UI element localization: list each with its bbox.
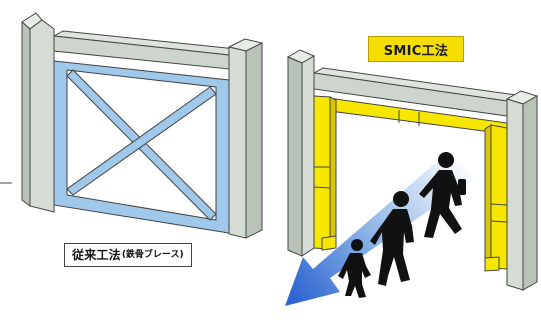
smic-method-label: SMIC工法 [368,36,464,62]
left-column-b-front [228,46,247,239]
right-column-b-front [506,98,524,291]
conventional-method-label: 従来工法(鉄骨ブレース) [64,243,192,267]
conventional-method-subtitle: (鉄骨ブレース) [121,249,184,260]
left-column-a-face [21,20,31,207]
left-column-b-side [245,42,263,239]
conventional-method-title: 従来工法 [72,248,121,262]
smic-reinforcement [313,95,508,272]
right-column-a-side [301,55,315,257]
steel-brace [53,60,239,234]
right-column-b-side [522,95,538,291]
smic-frame [285,49,539,306]
left-column-a-front [29,19,55,213]
right-column-a-front [287,56,303,257]
conventional-brace-frame [0,12,264,239]
pedestrians-icon [338,152,466,298]
